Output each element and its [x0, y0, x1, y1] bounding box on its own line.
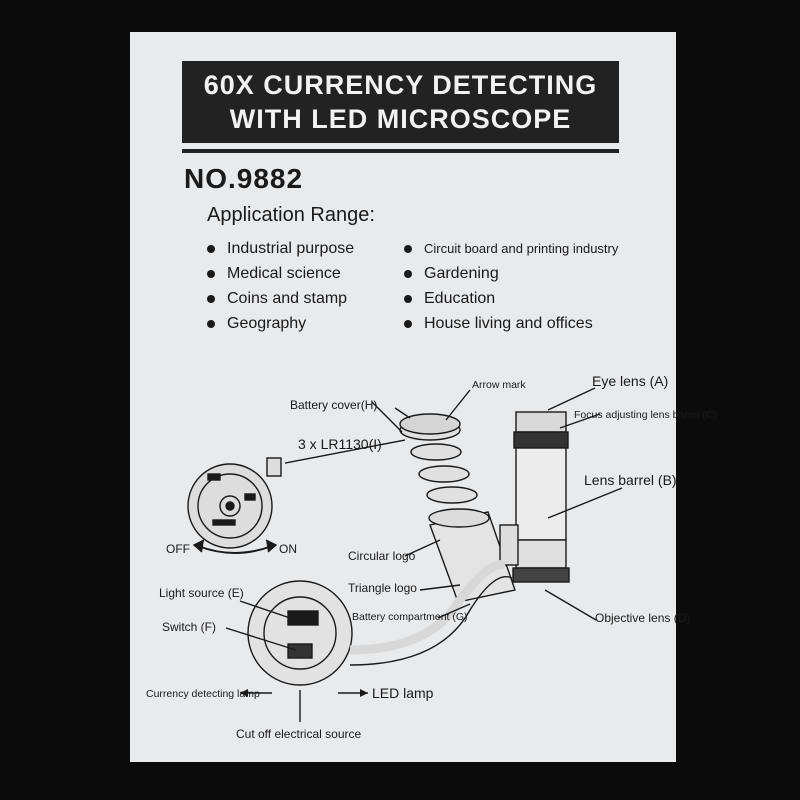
label-led-lamp: LED lamp — [372, 685, 434, 701]
label-objective-lens: Objective lens (D) — [595, 611, 691, 625]
label-eye-lens: Eye lens (A) — [592, 373, 669, 389]
label-arrow-mark: Arrow mark — [472, 379, 526, 391]
label-cut-off: Cut off electrical source — [236, 727, 362, 741]
battery-compartment-icon — [428, 508, 516, 603]
label-on: ON — [279, 542, 297, 556]
list-item: Industrial purpose — [207, 240, 354, 258]
title-line-2: WITH LED MICROSCOPE — [229, 104, 572, 134]
model-number: NO.9882 — [184, 163, 304, 194]
label-batteries: 3 x LR1130(I) — [298, 436, 382, 452]
list-item: Education — [404, 290, 495, 308]
bullet-icon — [404, 244, 412, 253]
title-banner: 60X CURRENCY DETECTING WITH LED MICROSCO… — [182, 61, 619, 143]
list-item: Medical science — [207, 265, 341, 283]
label-focus-barrel: Focus adjusting lens barrel (C) — [574, 409, 717, 421]
bullet-icon — [207, 295, 215, 303]
light-source-icon — [247, 559, 513, 686]
bullet-icon — [404, 270, 412, 278]
label-circular-logo: Circular logo — [348, 549, 416, 563]
lens-barrel-icon — [499, 411, 570, 583]
label-currency-lamp: Currency detecting lamp — [146, 688, 260, 700]
list-item: Gardening — [404, 265, 499, 283]
bullet-icon — [207, 245, 215, 253]
list-item: Circuit board and printing industry — [404, 241, 618, 256]
list-item: Geography — [207, 315, 306, 333]
dial-icon — [187, 457, 282, 554]
title-divider — [182, 149, 619, 153]
bullet-icon — [404, 320, 412, 328]
title-line-1: 60X CURRENCY DETECTING — [203, 70, 598, 100]
bullet-icon — [207, 270, 215, 278]
label-off: OFF — [166, 542, 190, 556]
label-triangle-logo: Triangle logo — [348, 581, 417, 595]
application-range-heading: Application Range: — [207, 204, 375, 226]
label-battery-cover: Battery cover(H) — [290, 398, 378, 412]
list-item: House living and offices — [404, 315, 593, 333]
label-switch: Switch (F) — [162, 620, 216, 634]
label-lens-barrel: Lens barrel (B) — [584, 472, 677, 488]
bullet-icon — [404, 295, 412, 303]
bullet-icon — [207, 320, 215, 328]
list-item: Coins and stamp — [207, 290, 347, 308]
label-light-source: Light source (E) — [159, 586, 244, 600]
label-battery-compartment: Battery compartment (G) — [352, 611, 468, 623]
battery-stack-icon — [284, 407, 478, 504]
